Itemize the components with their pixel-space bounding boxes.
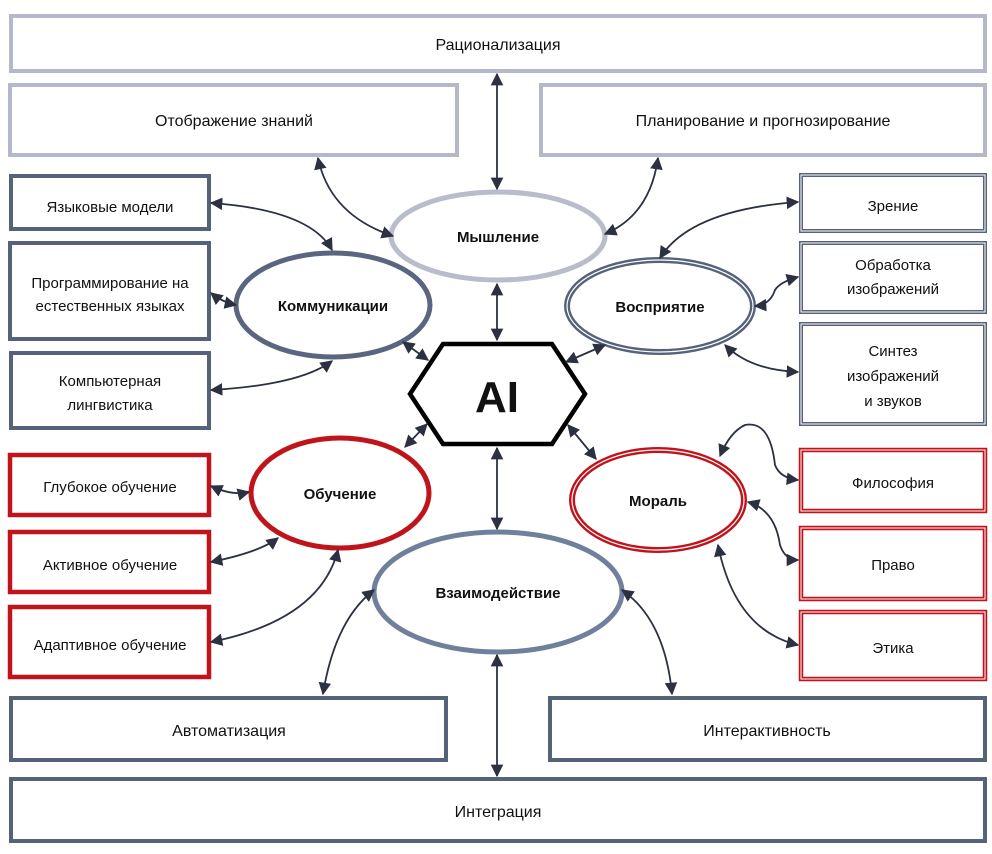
comm-item-label-line2: естественных языках	[36, 298, 185, 315]
box-integration: Интеграция	[9, 777, 987, 843]
hub-thinking: Мышление	[388, 189, 608, 283]
connector-adaptivelearn-learning	[209, 548, 342, 646]
box-interactivity-label: Интерактивность	[703, 723, 831, 740]
perc-item-label: Зрение	[868, 198, 919, 215]
center-ai-hexagon: AI	[407, 341, 588, 447]
learn-item-label: Глубокое обучение	[43, 479, 176, 496]
comm-item-computational-linguistics: Компьютерная лингвистика	[9, 351, 211, 430]
perc-item-label-line1: Синтез	[868, 343, 917, 360]
connector-learning-ai	[404, 423, 428, 448]
box-knowledge-representation: Отображение знаний	[8, 83, 459, 157]
box-interactivity: Интерактивность	[548, 696, 987, 762]
box-planning-forecasting-label: Планирование и прогнозирование	[636, 113, 891, 130]
hub-communication-label: Коммуникации	[278, 298, 388, 315]
connector-perception-ai	[564, 343, 607, 364]
moral-item-philosophy: Философия	[798, 447, 988, 514]
box-planning-forecasting: Планирование и прогнозирование	[539, 83, 987, 157]
perc-item-label-line1: Обработка	[855, 257, 931, 274]
comm-item-label-line1: Программирование на	[31, 275, 189, 292]
perc-item-label-line2: изображений	[847, 368, 939, 385]
hub-communication: Коммуникации	[233, 250, 433, 360]
comm-item-nlp-programming: Программирование на естественных языках	[8, 241, 211, 341]
connector-law-morality	[746, 499, 800, 567]
connector-ai-morality	[567, 424, 597, 460]
perc-item-image-sound-synthesis: Синтез изображений и звуков	[799, 322, 987, 426]
connector-complinguistics-comm	[209, 360, 334, 396]
connector-philosophy-morality	[718, 423, 800, 486]
box-knowledge-representation-label: Отображение знаний	[155, 113, 313, 130]
connector-ethics-morality	[714, 543, 800, 649]
moral-item-label: Этика	[872, 640, 914, 657]
hub-learning-label: Обучение	[304, 486, 377, 503]
connector-synthesis-perception	[724, 344, 800, 378]
box-automation: Автоматизация	[9, 696, 448, 762]
hub-morality: Мораль	[569, 447, 747, 553]
center-ai-label: AI	[475, 373, 519, 422]
hub-interaction-label: Взаимодействие	[435, 585, 560, 602]
connector-comm-ai	[401, 341, 430, 361]
connector-knowledge-thinking	[314, 156, 395, 239]
comm-item-label: Языковые модели	[47, 199, 174, 216]
hub-morality-label: Мораль	[629, 493, 687, 510]
moral-item-law: Право	[798, 525, 988, 602]
box-rationalization: Рационализация	[9, 14, 987, 73]
hub-perception: Восприятие	[564, 257, 756, 355]
hub-interaction: Взаимодействие	[371, 529, 625, 655]
perc-item-label-line2: изображений	[847, 281, 939, 298]
learn-item-active-learning: Активное обучение	[7, 529, 212, 595]
perc-item-label-line3: и звуков	[864, 393, 922, 410]
hub-thinking-label: Мышление	[457, 229, 539, 246]
moral-item-label: Право	[871, 557, 915, 574]
connector-nlp-comm	[210, 292, 238, 309]
perc-item-vision: Зрение	[799, 173, 987, 233]
comm-item-label-line2: лингвистика	[67, 397, 153, 414]
connector-langmodels-comm	[209, 197, 333, 252]
connector-planning-thinking	[603, 156, 663, 236]
connectors	[209, 72, 800, 778]
connector-interaction-interactivity	[620, 589, 678, 696]
hub-learning: Обучение	[248, 435, 432, 551]
connector-imgproc-perception	[753, 273, 800, 312]
connector-deeplearn-learning	[209, 485, 251, 501]
box-rationalization-label: Рационализация	[435, 37, 560, 54]
learn-item-label: Адаптивное обучение	[34, 637, 187, 654]
connector-vision-perception	[659, 196, 800, 260]
learn-item-adaptive-learning: Адаптивное обучение	[7, 604, 212, 680]
connector-activelearn-learning	[209, 537, 279, 566]
connector-interaction-automation	[318, 589, 375, 696]
box-integration-label: Интеграция	[455, 804, 542, 821]
comm-item-label-line1: Компьютерная	[59, 373, 161, 390]
box-automation-label: Автоматизация	[172, 723, 286, 740]
hub-perception-label: Восприятие	[615, 299, 704, 316]
perc-item-image-processing: Обработка изображений	[799, 241, 987, 314]
moral-item-label: Философия	[852, 475, 934, 492]
moral-item-ethics: Этика	[798, 609, 988, 682]
learn-item-label: Активное обучение	[43, 557, 177, 574]
comm-item-language-models: Языковые модели	[9, 174, 211, 231]
learn-item-deep-learning: Глубокое обучение	[7, 452, 212, 518]
